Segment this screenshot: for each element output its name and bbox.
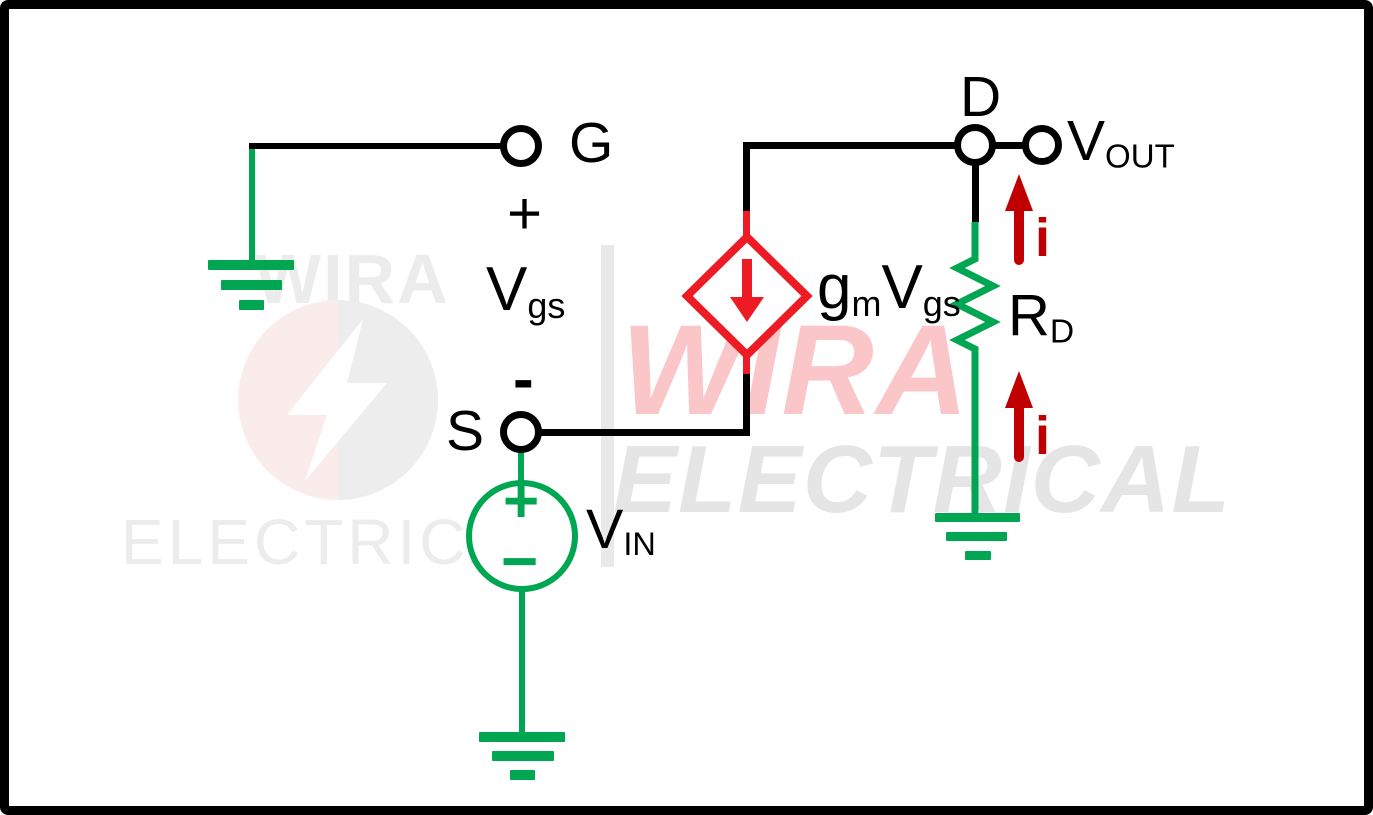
current-label-bottom: i	[1035, 406, 1051, 466]
gate-wire	[249, 143, 501, 149]
brand-logo-icon	[238, 300, 438, 500]
rd-label: RD	[1008, 283, 1075, 351]
vin-ground-wire	[519, 591, 525, 737]
current-arrow-top-icon	[1005, 174, 1033, 265]
drain-label: D	[960, 65, 1002, 129]
vout-terminal-node	[1022, 125, 1062, 165]
source-bottom-red-stub	[743, 348, 750, 376]
current-label-top: i	[1035, 208, 1051, 268]
voltage-source-icon	[466, 480, 578, 592]
source-bottom-vertical-wire	[743, 374, 750, 434]
source-vin-wire	[518, 451, 524, 481]
gate-label: G	[569, 111, 614, 175]
source-top-red-stub	[743, 211, 750, 239]
source-label: S	[446, 399, 485, 463]
vin-plus-sign: +	[503, 467, 540, 536]
gate-terminal-node	[500, 125, 542, 167]
vin-label: VIN	[586, 497, 656, 563]
vgs-plus-sign: +	[507, 180, 543, 247]
gmvgs-label: gmVgs	[817, 253, 961, 324]
source-terminal-node	[500, 411, 542, 453]
top-wire	[743, 142, 956, 149]
watermark-divider-bar	[601, 245, 614, 567]
drain-down-stub	[972, 165, 979, 222]
vin-minus-sign: −	[501, 525, 539, 597]
drain-terminal-node	[954, 124, 996, 166]
drain-vout-wire	[993, 142, 1023, 149]
source-top-vertical-wire	[743, 146, 750, 213]
vgs-label: Vgs	[486, 255, 566, 326]
bottom-wire	[539, 429, 750, 436]
watermark-right-word: ELECTRICAL	[613, 426, 1231, 533]
gate-ground-wire	[249, 147, 255, 263]
vout-label: VOUT	[1067, 109, 1175, 176]
vgs-minus-sign: -	[513, 345, 534, 414]
